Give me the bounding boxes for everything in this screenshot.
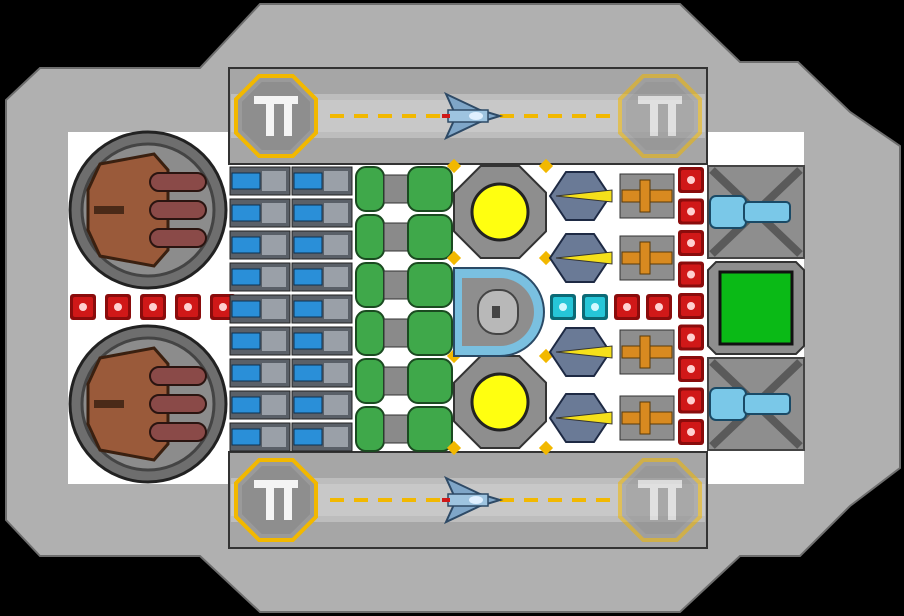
battery-cell [229,358,291,388]
battery-cell [229,198,291,228]
missile-launcher [548,171,613,221]
battery-cell [291,198,353,228]
red-conduit [678,387,704,414]
red-conduit [678,293,704,319]
turret-icon[interactable] [68,130,228,290]
battery-cell [291,166,353,196]
fuel-tank [355,358,453,404]
hangar-sign-octagon [618,74,702,158]
red-conduit [105,294,131,320]
fuel-tank [355,406,453,452]
missile-launcher [548,327,613,377]
hangar-sign-octagon [234,74,318,158]
screen-icon[interactable] [707,261,805,355]
battery-cell [291,326,353,356]
thruster-icon [707,165,805,259]
battery-cell [229,294,291,324]
coupler [619,395,675,441]
reactor-icon [446,158,554,266]
red-conduit [678,356,704,382]
battery-cell [291,230,353,260]
reactor-icon [446,348,554,456]
battery-cell [291,294,353,324]
fuel-tank [355,214,453,260]
red-conduit [70,294,96,320]
missile-launcher [548,233,613,283]
battery-cell [291,262,353,292]
red-conduit [678,419,704,445]
battery-cell [291,390,353,420]
red-conduit [678,230,704,256]
battery-cell [291,422,353,452]
fuel-tank [355,166,453,212]
cockpit-icon[interactable] [453,267,545,357]
battery-cell [229,390,291,420]
battery-cell [229,166,291,196]
cyan-conduit [550,294,576,320]
red-conduit [140,294,166,320]
hangar-sign-octagon [234,458,318,542]
red-conduit [678,167,704,193]
red-conduit [678,324,704,351]
thruster-icon [707,357,805,451]
battery-cell [229,262,291,292]
red-conduit [175,294,201,320]
red-conduit [678,198,704,225]
fuel-tank [355,310,453,356]
red-conduit [614,294,640,320]
red-conduit [646,294,672,320]
fighter-icon[interactable] [442,475,504,525]
coupler [619,329,675,375]
coupler [619,173,675,219]
coupler [619,235,675,281]
turret-icon[interactable] [68,324,228,484]
battery-cell [229,230,291,260]
battery-cell [229,422,291,452]
battery-cell [291,358,353,388]
fuel-tank [355,262,453,308]
fighter-icon[interactable] [442,91,504,141]
hangar-sign-octagon [618,458,702,542]
red-conduit [678,261,704,288]
battery-cell [229,326,291,356]
cyan-conduit [582,294,608,320]
missile-launcher [548,393,613,443]
